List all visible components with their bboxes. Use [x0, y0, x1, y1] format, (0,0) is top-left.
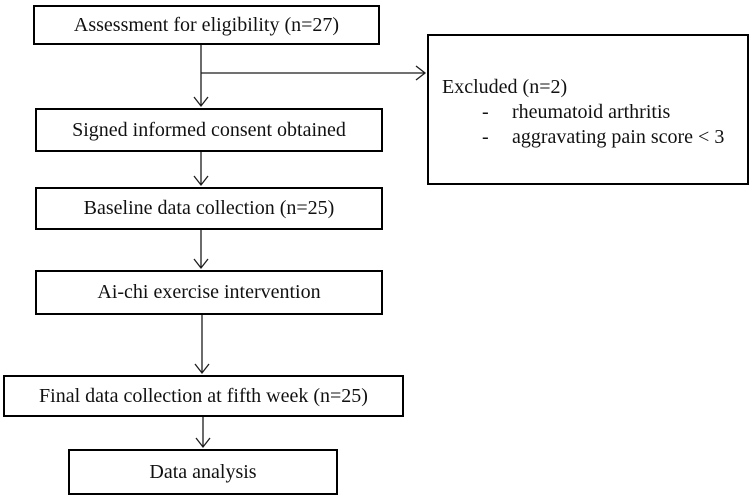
flow-box-final: Final data collection at fifth week (n=2…: [3, 375, 404, 417]
arrow-down-icon: [195, 417, 211, 449]
excluded-item-text: rheumatoid arthritis: [512, 101, 671, 123]
flow-box-intervention: Ai-chi exercise intervention: [35, 270, 383, 315]
flow-box-label: Baseline data collection (n=25): [83, 197, 335, 219]
flow-box-consent: Signed informed consent obtained: [35, 108, 383, 152]
arrow-down-icon: [193, 230, 209, 270]
arrow-down-icon: [193, 152, 209, 187]
excluded-title: Excluded (n=2): [442, 76, 568, 98]
flow-box-baseline: Baseline data collection (n=25): [35, 187, 383, 230]
arrow-down-icon: [194, 315, 210, 375]
flow-box-label: Data analysis: [149, 460, 257, 483]
flow-box-label: Signed informed consent obtained: [72, 118, 346, 141]
arrow-down-icon: [193, 45, 209, 108]
flow-box-assessment: Assessment for eligibility (n=27): [33, 5, 380, 45]
excluded-item-text: aggravating pain score < 3: [512, 126, 725, 148]
flow-box-analysis: Data analysis: [68, 449, 338, 495]
flow-box-label: Final data collection at fifth week (n=2…: [39, 384, 368, 407]
bullet-dash: -: [482, 101, 489, 123]
flow-box-label: Assessment for eligibility (n=27): [73, 13, 340, 36]
flow-box-label: Ai-chi exercise intervention: [97, 281, 321, 303]
excluded-item: - rheumatoid arthritis: [442, 100, 737, 125]
arrow-right-icon: [201, 65, 427, 81]
bullet-dash: -: [482, 126, 489, 148]
flow-box-excluded: Excluded (n=2) - rheumatoid arthritis - …: [427, 34, 749, 185]
excluded-item: - aggravating pain score < 3: [442, 125, 737, 150]
